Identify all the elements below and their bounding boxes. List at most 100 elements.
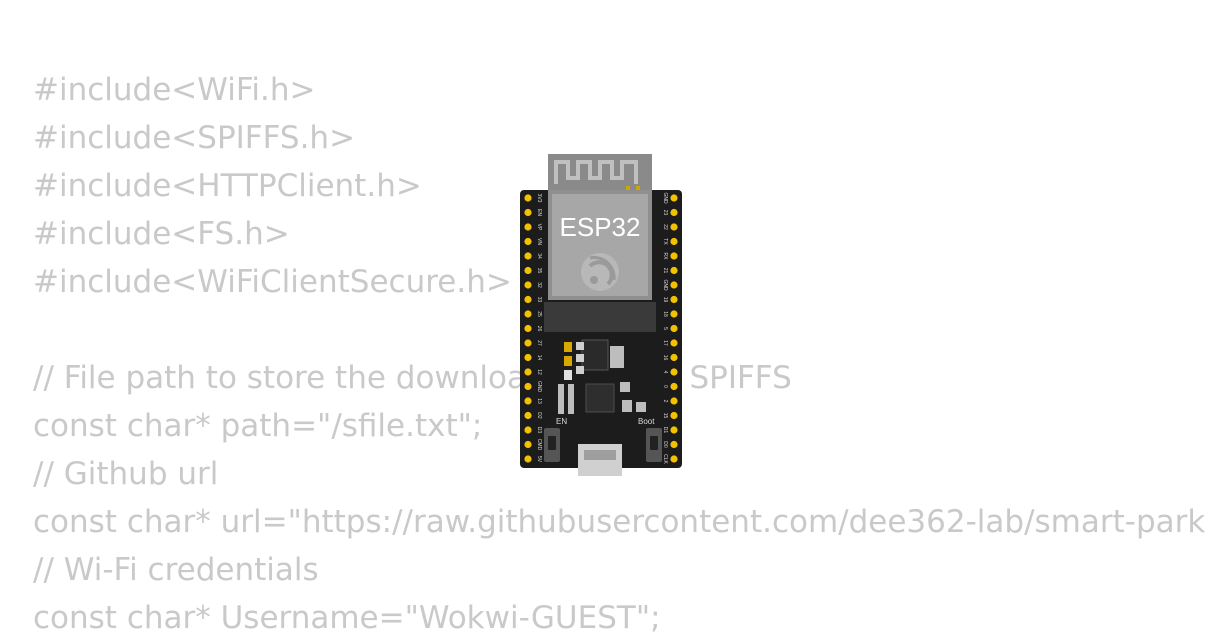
pin-label-right: D0 bbox=[662, 441, 668, 448]
pin-header-left[interactable] bbox=[524, 266, 532, 275]
esp32-devkit-board: ESP32 bbox=[518, 154, 684, 476]
pin-header-right[interactable] bbox=[670, 455, 678, 463]
code-line: const char* path="/sfile.txt"; bbox=[33, 408, 483, 444]
pin-label-left: GND bbox=[536, 381, 542, 393]
pin-label-right: 0 bbox=[662, 385, 668, 388]
pin-label-right: 19 bbox=[662, 297, 668, 303]
pin-header-left[interactable] bbox=[524, 353, 532, 362]
pin-label-right: 4 bbox=[662, 371, 668, 374]
pin-label-left: CMD bbox=[536, 439, 542, 451]
pin-label-left: D2 bbox=[536, 412, 542, 419]
pin-header-left[interactable] bbox=[524, 295, 532, 304]
pin-header-right[interactable] bbox=[670, 281, 678, 289]
usb-uart-chip bbox=[585, 383, 615, 413]
code-editor-background: #include<WiFi.h> #include<SPIFFS.h> #inclu… bbox=[33, 66, 1205, 642]
module-pad bbox=[626, 186, 630, 190]
en-button[interactable] bbox=[544, 428, 560, 462]
pin-label-left: 13 bbox=[536, 398, 542, 404]
pin-header-right[interactable] bbox=[670, 194, 678, 202]
smd-component bbox=[610, 346, 624, 368]
pin-label-right: 2 bbox=[662, 400, 668, 403]
pin-header-right[interactable] bbox=[670, 237, 678, 246]
code-line: #include<HTTPClient.h> bbox=[33, 168, 422, 204]
pin-header-left[interactable] bbox=[524, 382, 532, 391]
pin-header-left[interactable] bbox=[524, 426, 532, 434]
pin-header-right[interactable] bbox=[670, 339, 678, 347]
pin-label-left: 33 bbox=[536, 297, 542, 303]
pin-header-right[interactable] bbox=[670, 411, 678, 420]
pin-header-right[interactable] bbox=[670, 310, 678, 318]
pin-header-left[interactable] bbox=[524, 237, 532, 246]
espressif-logo-icon bbox=[581, 253, 619, 291]
pin-label-left: 14 bbox=[536, 355, 542, 361]
pin-header-left[interactable] bbox=[524, 339, 532, 347]
pin-label-left: D3 bbox=[536, 427, 542, 434]
pin-label-left: 35 bbox=[536, 268, 542, 274]
code-line: #include<WiFiClientSecure.h> bbox=[33, 264, 512, 300]
pin-label-right: 16 bbox=[662, 355, 668, 361]
pin-header-right[interactable] bbox=[670, 266, 678, 275]
pin-label-left: 12 bbox=[536, 369, 542, 375]
pin-header-right[interactable] bbox=[670, 208, 678, 217]
pin-header-right[interactable] bbox=[670, 252, 678, 260]
pin-label-right: D1 bbox=[662, 427, 668, 434]
pin-header-right[interactable] bbox=[670, 397, 678, 405]
smd-components bbox=[558, 342, 646, 414]
pin-header-right[interactable] bbox=[670, 223, 678, 231]
pin-label-right: GND bbox=[662, 279, 668, 291]
antenna-trace bbox=[554, 160, 638, 184]
module-castellations bbox=[544, 302, 656, 332]
pin-label-right: 18 bbox=[662, 311, 668, 317]
code-line: // Github url bbox=[33, 456, 219, 492]
pin-header-right[interactable] bbox=[670, 368, 678, 376]
pin-label-right: 21 bbox=[662, 268, 668, 274]
boot-button[interactable] bbox=[646, 428, 662, 462]
pin-label-left: VN bbox=[536, 238, 542, 245]
voltage-regulator bbox=[581, 339, 609, 371]
pin-header-left[interactable] bbox=[524, 208, 532, 217]
pin-header-left[interactable] bbox=[524, 397, 532, 405]
module-pad bbox=[636, 186, 640, 190]
pin-label-left: 27 bbox=[536, 340, 542, 346]
pin-label-left: 3V3 bbox=[536, 194, 542, 203]
code-line: // Wi-Fi credentials bbox=[33, 552, 319, 588]
pin-label-right: RX bbox=[662, 253, 668, 261]
pin-label-right: 15 bbox=[662, 413, 668, 419]
pin-label-left: 34 bbox=[536, 253, 542, 259]
code-line: const char* url="https://raw.githubuserc… bbox=[33, 504, 1205, 540]
pin-header-right[interactable] bbox=[670, 353, 678, 362]
pin-label-right: 23 bbox=[662, 210, 668, 216]
pin-header-right[interactable] bbox=[670, 295, 678, 304]
pin-label-left: 25 bbox=[536, 311, 542, 317]
pin-header-left[interactable] bbox=[524, 368, 532, 376]
pin-header-right[interactable] bbox=[670, 382, 678, 391]
pin-header-left[interactable] bbox=[524, 310, 532, 318]
pin-header-right[interactable] bbox=[670, 324, 678, 333]
pin-header-left[interactable] bbox=[524, 455, 532, 463]
pin-header-left[interactable] bbox=[524, 440, 532, 449]
boot-button-label: Boot bbox=[638, 417, 655, 426]
code-line: #include<WiFi.h> bbox=[33, 72, 316, 108]
pin-label-right: TX bbox=[662, 238, 668, 245]
code-line: #include<SPIFFS.h> bbox=[33, 120, 356, 156]
pin-label-left: VP bbox=[536, 224, 542, 231]
pin-label-left: 32 bbox=[536, 282, 542, 288]
pin-header-left[interactable] bbox=[524, 324, 532, 333]
pin-label-right: 22 bbox=[662, 224, 668, 230]
chip-label: ESP32 bbox=[560, 212, 641, 242]
pin-label-right: CLK bbox=[662, 454, 668, 464]
pin-label-left: 26 bbox=[536, 326, 542, 332]
pin-header-left[interactable] bbox=[524, 194, 532, 202]
pin-label-right: GND bbox=[662, 192, 668, 204]
code-line: const char* Username="Wokwi-GUEST"; bbox=[33, 600, 661, 636]
pin-label-right: 17 bbox=[662, 340, 668, 346]
pin-header-left[interactable] bbox=[524, 223, 532, 231]
pin-label-right: 5 bbox=[662, 327, 668, 330]
pin-header-right[interactable] bbox=[670, 440, 678, 449]
micro-usb-port bbox=[578, 444, 622, 476]
pin-header-left[interactable] bbox=[524, 252, 532, 260]
pin-header-left[interactable] bbox=[524, 411, 532, 420]
pin-header-left[interactable] bbox=[524, 281, 532, 289]
pin-label-left: 5V bbox=[536, 456, 542, 463]
pin-header-right[interactable] bbox=[670, 426, 678, 434]
